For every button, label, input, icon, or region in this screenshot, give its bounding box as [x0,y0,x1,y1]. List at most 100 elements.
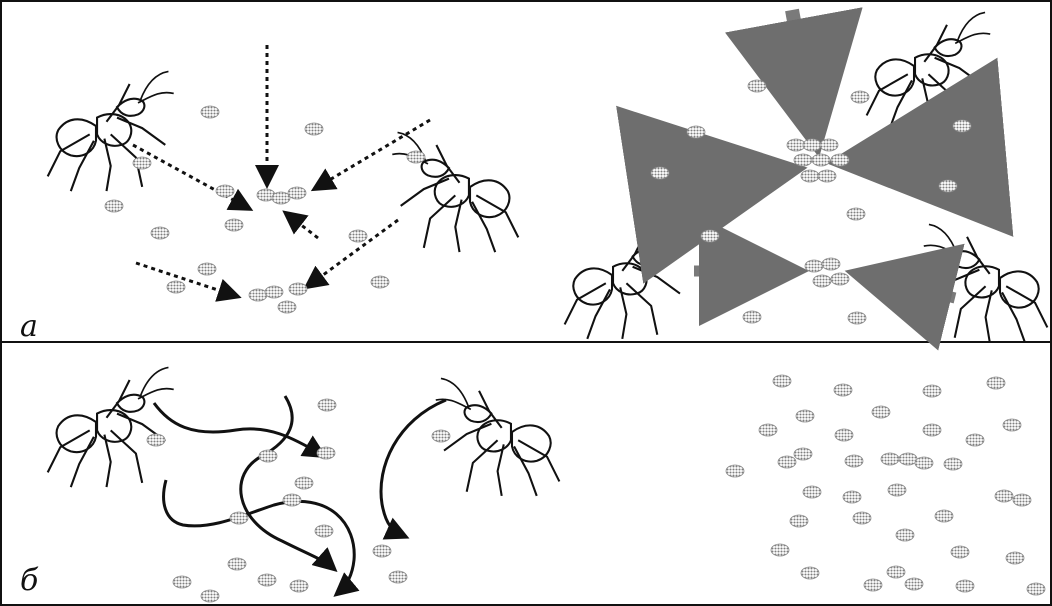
speck-icon [777,455,797,469]
speck-icon [132,156,152,170]
speck-icon [833,383,853,397]
speck-icon [952,119,972,133]
thick-arrow-group [616,7,1014,351]
speck-icon [316,446,336,460]
speck-icon [229,511,249,525]
speck-icon [943,457,963,471]
speck-icon [104,199,124,213]
speck-icon [747,79,767,93]
speck-icon [863,578,883,592]
speck-icon [842,490,862,504]
speck-icon [166,280,186,294]
speck-icon [1005,551,1025,565]
speck-icon [846,207,866,221]
panel-label-b: б [20,563,39,598]
curved-path [239,395,338,572]
speck-icon [317,398,337,412]
speck-icon [388,570,408,584]
speck-icon [789,514,809,528]
speck-icon [811,153,831,167]
speck-icon [817,169,837,183]
speck-icon [314,524,334,538]
speck-icon [686,125,706,139]
speck-icon [224,218,244,232]
speck-icon [922,423,942,437]
thick-arrow [826,57,1014,237]
speck-icon [700,229,720,243]
dotted-arrow [303,218,399,290]
speck-icon [850,90,870,104]
speck-icon [819,138,839,152]
speck-icon [804,259,824,273]
speck-icon [922,384,942,398]
thick-arrow [616,105,808,284]
speck-icon [406,150,426,164]
speck-icon [793,153,813,167]
speck-icon [887,483,907,497]
speck-icon [294,476,314,490]
speck-icon [348,229,368,243]
speck-icon [938,179,958,193]
dotted-arrow [132,143,254,211]
speck-icon [172,575,192,589]
speck-icon [965,433,985,447]
speck-icon [950,545,970,559]
curved-path [379,398,447,540]
speck-icon [277,300,297,314]
curved-path [152,402,328,459]
speck-icon [986,376,1006,390]
speck-icon [289,579,309,593]
speck-icon [898,452,918,466]
thick-arrow [844,243,965,351]
speck-icon [871,405,891,419]
speck-icon [852,511,872,525]
speck-icon [248,288,268,302]
speck-icon [287,186,307,200]
speck-icon [914,456,934,470]
speck-icon [772,374,792,388]
dotted-arrow [135,261,242,302]
speck-icon [146,433,166,447]
speck-icon [786,138,806,152]
speck-icon [271,191,291,205]
dotted-arrow [282,210,319,240]
speck-icon [793,447,813,461]
speck-icon [934,509,954,523]
speck-icon [1026,582,1046,596]
panel-label-a: а [20,309,38,344]
speck-icon [886,565,906,579]
speck-icon [800,169,820,183]
speck-icon [197,262,217,276]
speck-icon [200,589,220,603]
speck-icon [372,544,392,558]
speck-icon [650,166,670,180]
speck-icon [800,566,820,580]
speck-icon [802,138,822,152]
speck-icon [955,579,975,593]
speck-icon [150,226,170,240]
speck-icon [1002,418,1022,432]
curved-path-group [152,395,447,597]
speck-icon [802,485,822,499]
speck-icon [258,449,278,463]
speck-icon [227,557,247,571]
speck-icon [830,272,850,286]
speck-icon [725,464,745,478]
speck-icon [264,285,284,299]
speck-icon [994,489,1014,503]
dotted-arrow [310,118,431,192]
speck-icon [904,577,924,591]
speck-icon [742,310,762,324]
speck-icon [215,184,235,198]
speck-icon [1012,493,1032,507]
speck-icon [847,311,867,325]
speck-icon [758,423,778,437]
speck-icon [812,274,832,288]
speck-icon [288,282,308,296]
speck-icon [834,428,854,442]
speck-icon [431,429,451,443]
speck-icon [770,543,790,557]
curved-path [162,479,360,597]
